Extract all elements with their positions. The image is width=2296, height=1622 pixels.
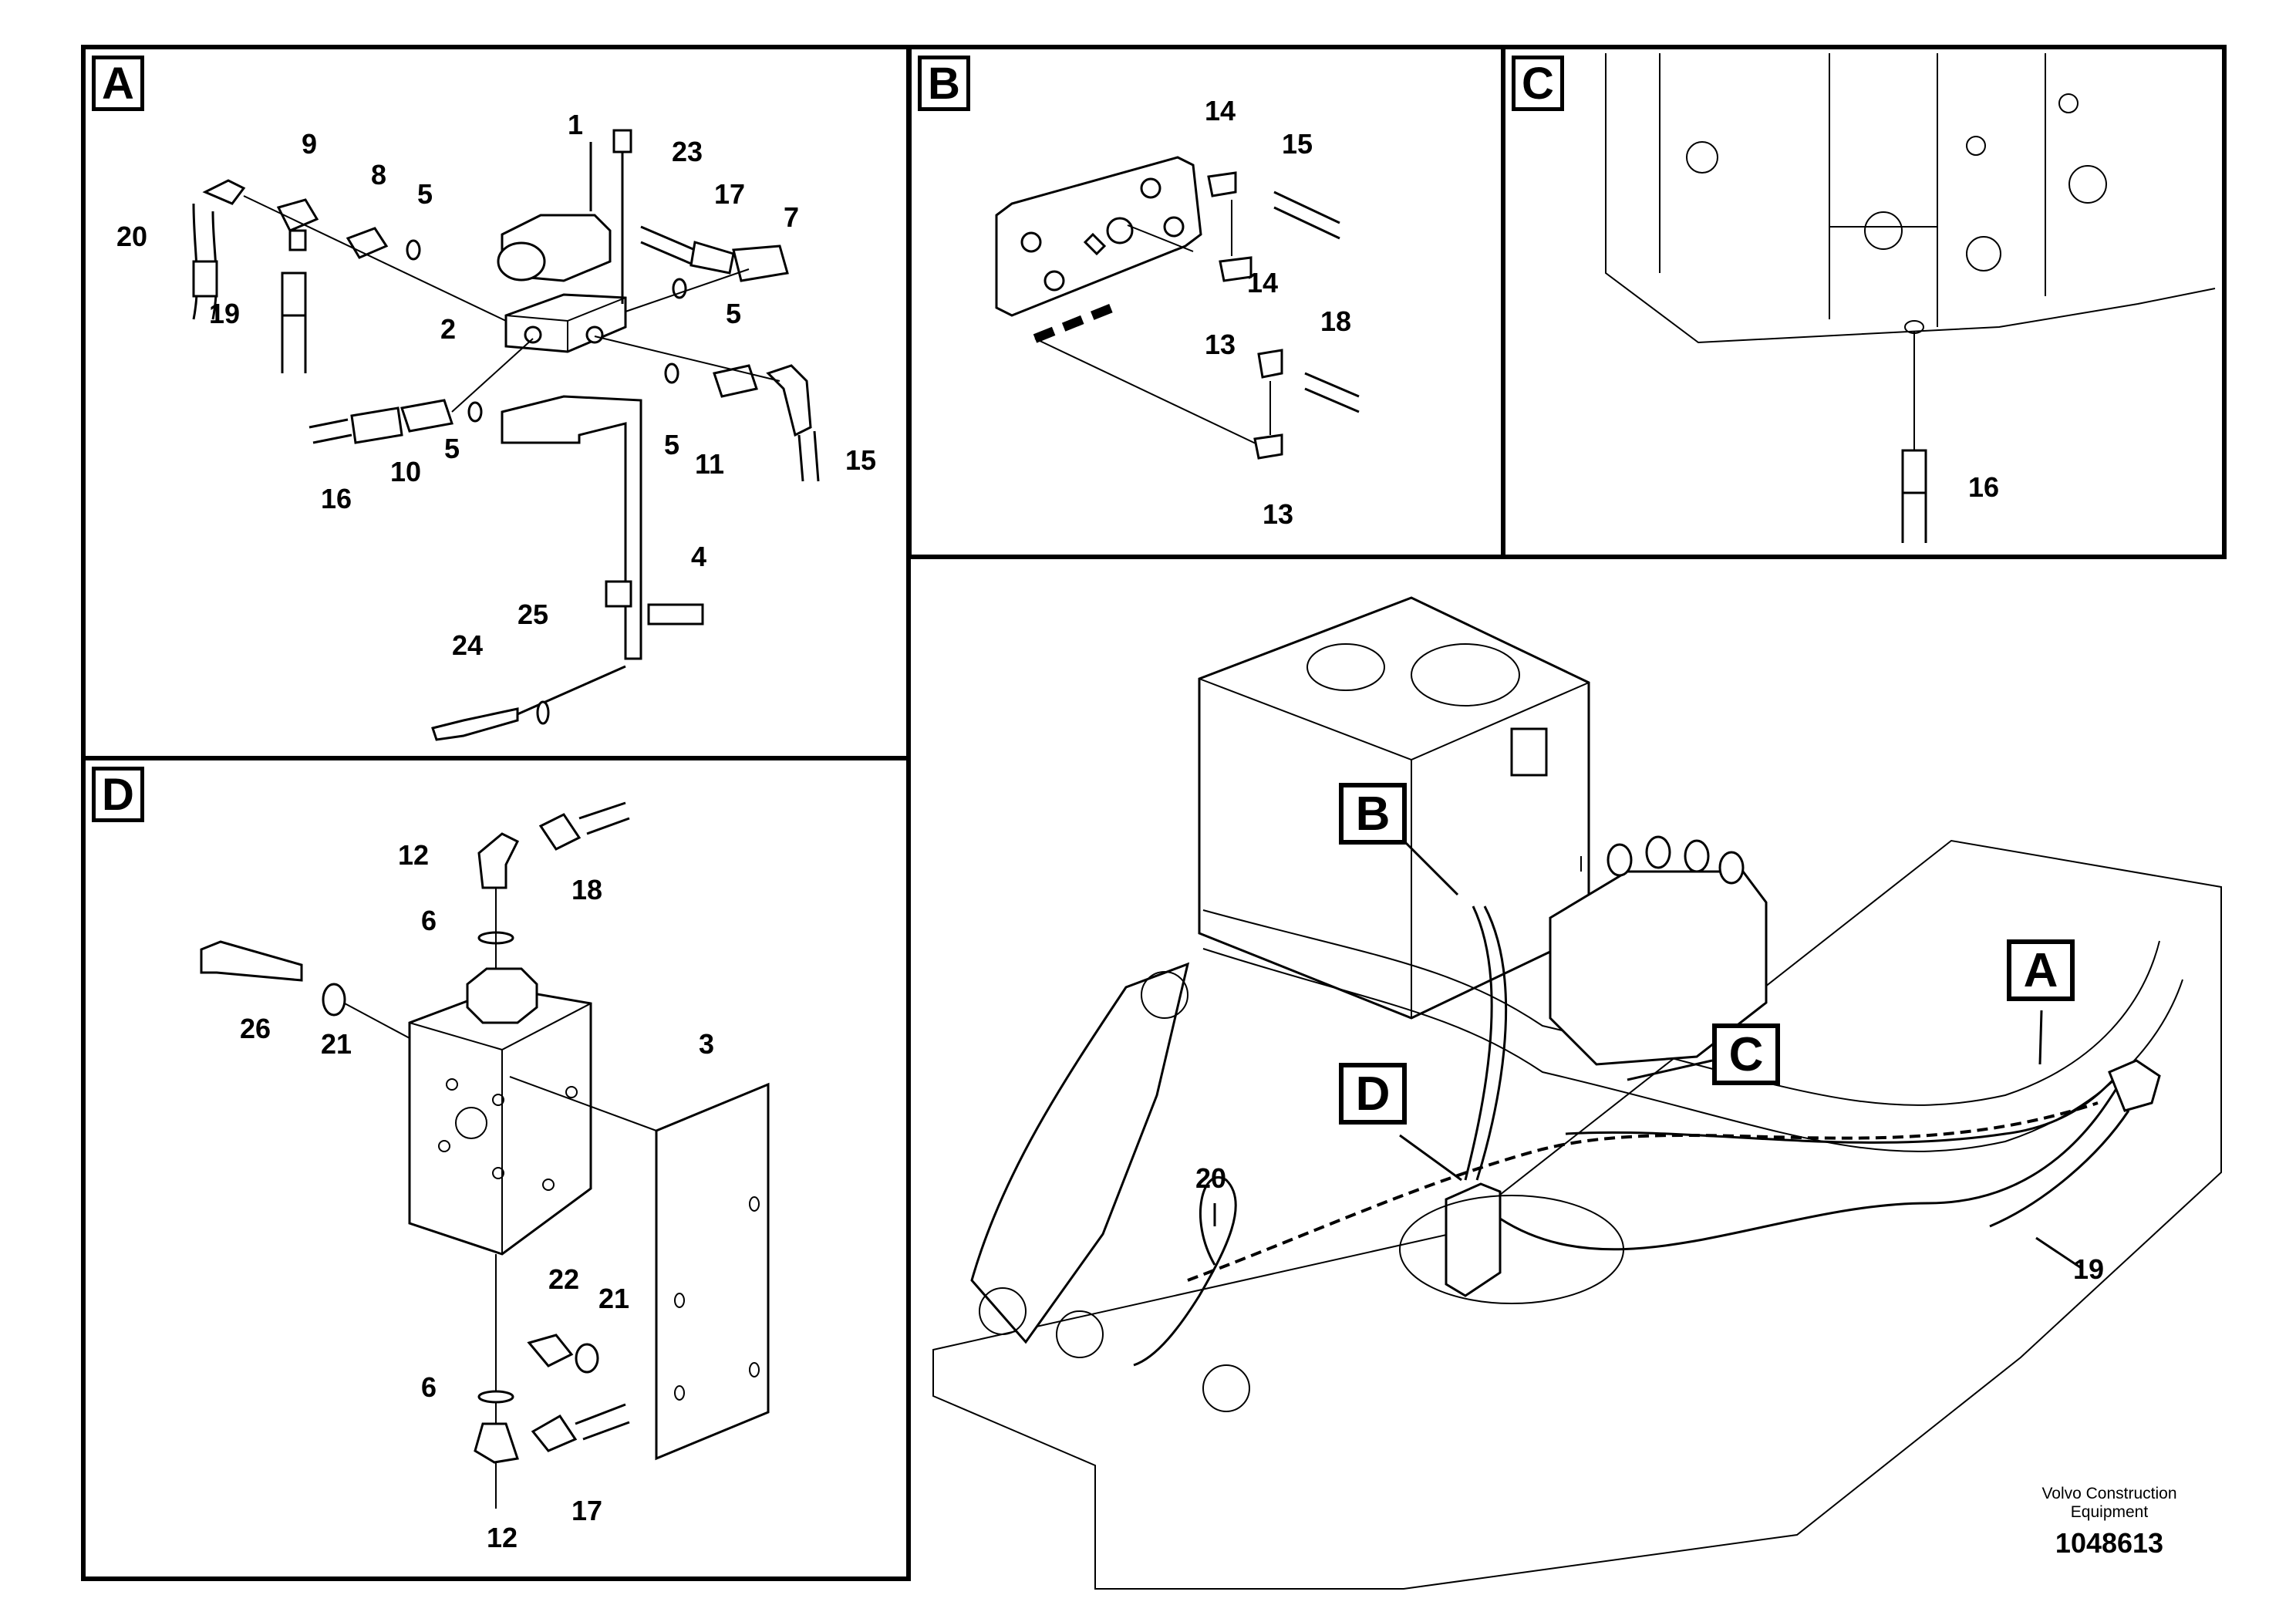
label-5a: 5 xyxy=(417,178,433,210)
brand-line-1: Volvo Construction xyxy=(2041,1485,2177,1502)
label-11: 11 xyxy=(695,448,725,480)
label-6a: 6 xyxy=(421,905,437,936)
panel-c-badge: C xyxy=(1512,56,1564,111)
label-16: 16 xyxy=(1968,471,2000,503)
panel-c-drawing xyxy=(1605,53,2216,543)
label-5d: 5 xyxy=(664,429,680,460)
panel-a: A xyxy=(81,45,911,760)
label-8: 8 xyxy=(371,159,387,191)
brand-text: Volvo Construction Equipment xyxy=(2021,1485,2198,1522)
label-5b: 5 xyxy=(726,298,742,329)
label-26: 26 xyxy=(240,1013,271,1044)
label-22: 22 xyxy=(548,1263,580,1295)
panel-b-badge: B xyxy=(918,56,970,111)
brand-line-2: Equipment xyxy=(2070,1503,2149,1521)
label-3: 3 xyxy=(699,1028,715,1060)
panel-c: C 16 xyxy=(1501,45,2227,559)
callout-d: D xyxy=(1339,1063,1407,1125)
label-19: 19 xyxy=(2073,1253,2105,1285)
label-2: 2 xyxy=(440,313,457,345)
drawing-number: 1048613 xyxy=(2055,1527,2164,1559)
label-12a: 12 xyxy=(398,839,430,871)
label-21a: 21 xyxy=(321,1028,352,1060)
label-1: 1 xyxy=(568,109,584,140)
label-15: 15 xyxy=(1282,128,1313,160)
label-10: 10 xyxy=(390,456,422,487)
label-12b: 12 xyxy=(487,1522,518,1553)
label-21b: 21 xyxy=(598,1283,630,1314)
label-19: 19 xyxy=(209,298,241,329)
panel-b-drawing xyxy=(995,156,1360,460)
label-9: 9 xyxy=(302,128,318,160)
panel-a-badge: A xyxy=(92,56,144,111)
label-18: 18 xyxy=(1320,305,1352,337)
panel-d: D xyxy=(81,756,911,1581)
panel-d-drawing xyxy=(200,801,770,1509)
label-23: 23 xyxy=(672,136,703,167)
label-16: 16 xyxy=(321,483,352,514)
label-25: 25 xyxy=(518,599,549,630)
panel-d-badge: D xyxy=(92,767,144,822)
label-20: 20 xyxy=(116,221,148,252)
label-17: 17 xyxy=(714,178,746,210)
label-20: 20 xyxy=(1195,1162,1227,1194)
callout-c: C xyxy=(1712,1023,1780,1085)
label-4: 4 xyxy=(691,541,707,572)
label-18: 18 xyxy=(571,874,603,905)
panel-a-drawing xyxy=(192,129,820,741)
label-17: 17 xyxy=(571,1495,603,1526)
callout-b: B xyxy=(1339,783,1407,845)
label-24: 24 xyxy=(452,629,484,661)
label-5c: 5 xyxy=(444,433,460,464)
label-15: 15 xyxy=(845,444,877,476)
label-14a: 14 xyxy=(1205,95,1236,126)
label-14b: 14 xyxy=(1247,267,1279,298)
label-7: 7 xyxy=(784,201,800,233)
panel-b: B 14 15 13 14 18 13 xyxy=(907,45,1505,559)
callout-a: A xyxy=(2007,939,2075,1001)
label-13a: 13 xyxy=(1205,329,1236,360)
label-13b: 13 xyxy=(1263,498,1294,530)
label-6b: 6 xyxy=(421,1371,437,1403)
